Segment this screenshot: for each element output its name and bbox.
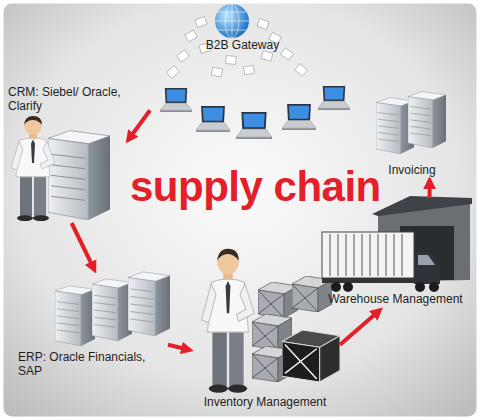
crm-illustration — [48, 131, 110, 220]
warehouse-illustration — [378, 234, 379, 276]
gateway-illustration — [215, 4, 249, 38]
node-label: CRM: Siebel/ Oracle, Clarify — [8, 85, 128, 113]
gateway-illustration — [236, 112, 272, 139]
gateway-illustration — [218, 30, 246, 31]
gateway-illustration — [195, 17, 207, 28]
invoicing-illustration — [376, 92, 446, 154]
erp-illustration — [92, 279, 132, 341]
crm-illustration — [11, 116, 55, 221]
flow-arrow — [168, 345, 190, 350]
crm-illustration — [11, 116, 110, 221]
gateway-illustration — [295, 64, 308, 77]
flow-arrow — [128, 110, 150, 140]
diagram-title: supply chain — [130, 163, 381, 211]
crm-node: CRM: Siebel/ Oracle, Clarify — [8, 85, 128, 223]
gateway-illustration — [177, 50, 190, 62]
warehouse-illustration — [322, 232, 414, 278]
inventory-node: Inventory Management — [190, 238, 340, 413]
warehouse-illustration — [418, 255, 435, 265]
erp-node: ERP: Oracle Financials, SAP — [18, 270, 168, 380]
warehouse-illustration — [330, 234, 402, 276]
erp-illustration — [128, 272, 170, 336]
warehouse-illustration — [354, 234, 355, 276]
node-label: Inventory Management — [190, 395, 340, 409]
node-label: Warehouse Management — [318, 292, 473, 306]
gateway-illustration — [160, 4, 350, 139]
warehouse-illustration — [330, 234, 331, 276]
node-label: ERP: Oracle Financials, SAP — [18, 350, 168, 378]
inventory-illustration — [202, 249, 255, 393]
gateway-illustration — [281, 48, 294, 60]
warehouse-illustration — [415, 282, 425, 292]
warehouse-illustration — [362, 234, 363, 276]
inventory-illustration — [202, 249, 340, 393]
gateway-illustration — [160, 88, 192, 112]
warehouse-illustration — [414, 252, 440, 284]
flow-arrow — [340, 310, 380, 345]
gateway-illustration — [218, 12, 246, 13]
warehouse-illustration — [331, 282, 341, 292]
gateway-illustration — [261, 51, 273, 61]
gateway-illustration — [215, 4, 249, 38]
warehouse-illustration — [370, 234, 371, 276]
node-label: Invoicing — [372, 163, 452, 177]
gateway-illustration — [243, 65, 254, 74]
warehouse-illustration — [372, 196, 472, 216]
gateway-illustration — [211, 67, 222, 77]
warehouse-node: Warehouse Management — [318, 198, 473, 310]
gateway-illustration — [226, 56, 237, 65]
gateway-illustration — [167, 66, 180, 79]
flow-arrow — [428, 180, 432, 198]
erp-illustration — [55, 286, 95, 346]
gateway-node: B2B Gateway — [150, 5, 335, 135]
warehouse-illustration — [386, 234, 387, 276]
gateway-illustration — [196, 106, 230, 132]
warehouse-illustration — [402, 234, 403, 276]
inventory-illustration — [282, 330, 340, 382]
warehouse-illustration — [343, 282, 353, 292]
warehouse-illustration — [322, 196, 472, 292]
gateway-illustration — [215, 21, 249, 22]
node-label: B2B Gateway — [150, 38, 335, 52]
gateway-illustration — [318, 86, 350, 110]
gateway-illustration — [185, 30, 198, 42]
warehouse-illustration — [429, 282, 439, 292]
gateway-illustration — [282, 104, 316, 130]
erp-illustration — [55, 272, 170, 346]
invoicing-illustration — [408, 92, 446, 148]
flow-arrow — [72, 223, 95, 270]
warehouse-illustration — [338, 234, 339, 276]
invoicing-node: Invoicing — [372, 85, 452, 180]
gateway-illustration — [257, 19, 269, 30]
warehouse-illustration — [394, 234, 395, 276]
warehouse-illustration — [346, 234, 347, 276]
